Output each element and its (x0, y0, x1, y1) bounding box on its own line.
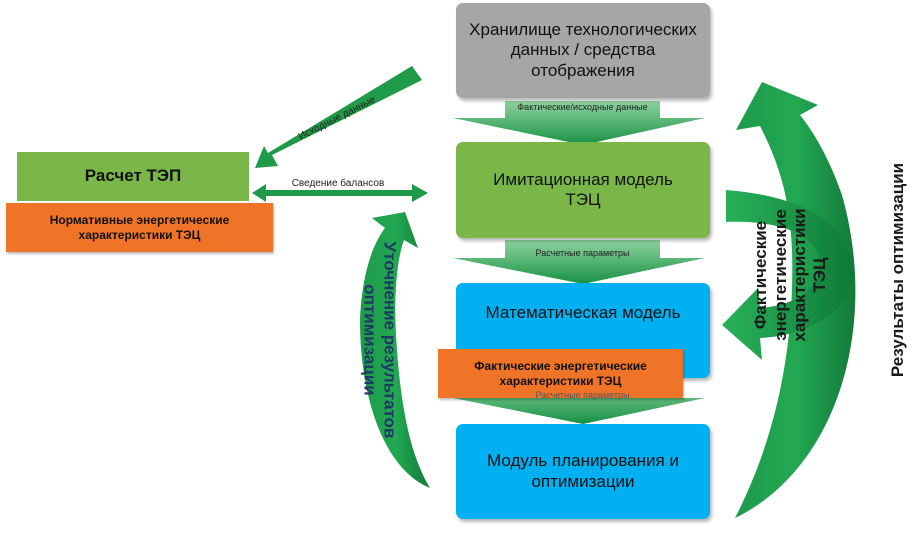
refine-results-line2: оптимизации (361, 284, 380, 396)
down-arrow-1 (453, 101, 705, 145)
actual-input-data-label: Фактические/исходные данные (517, 102, 648, 112)
input-data-arrow (255, 66, 422, 168)
optimization-results-label: Результаты оптимизации (888, 162, 908, 378)
actual-char-curve-line2: энергетические (770, 209, 790, 341)
refine-results-line1: Уточнение результатов (380, 241, 400, 439)
actual-char-curve-line1: Фактические (750, 220, 770, 330)
planning-module-label: Модуль планирования и оптимизации (487, 451, 679, 491)
planning-module-box: Модуль планирования и оптимизации (456, 424, 710, 519)
balance-arrow (252, 184, 428, 202)
refine-results-label: Уточнение результатов оптимизации (360, 235, 400, 445)
calc-params-label: Расчетные параметры (535, 248, 630, 258)
actual-char-curve-arrow (722, 190, 854, 360)
storage-box: Хранилище технологических данных / средс… (456, 3, 710, 98)
normative-char-label: Нормативные энергетические характеристик… (49, 213, 230, 242)
actual-char-curve-line4: ТЭЦ (809, 257, 829, 293)
refine-curve-arrow (360, 212, 430, 488)
storage-label: Хранилище технологических данных / средс… (469, 19, 697, 80)
calc-params-label-2: Расчетные параметры (535, 390, 630, 400)
math-model-label: Математическая модель (485, 303, 681, 322)
tep-calc-label: Расчет ТЭП (84, 166, 182, 186)
down-arrow-2 (453, 240, 705, 284)
imitation-model-label: Имитационная модель ТЭЦ (493, 169, 673, 209)
balance-label: Сведение балансов (291, 178, 385, 189)
normative-char-box: Нормативные энергетические характеристик… (6, 203, 273, 252)
actual-char-box: Фактические энергетические характеристик… (438, 349, 683, 398)
imitation-model-box: Имитационная модель ТЭЦ (456, 142, 710, 238)
actual-char-curve-line3: характеристики (790, 208, 809, 342)
actual-char-label: Фактические энергетические характеристик… (474, 359, 647, 388)
actual-char-curve-label: Фактические энергетические характеристик… (751, 175, 829, 375)
tep-calc-box: Расчет ТЭП (17, 152, 249, 201)
